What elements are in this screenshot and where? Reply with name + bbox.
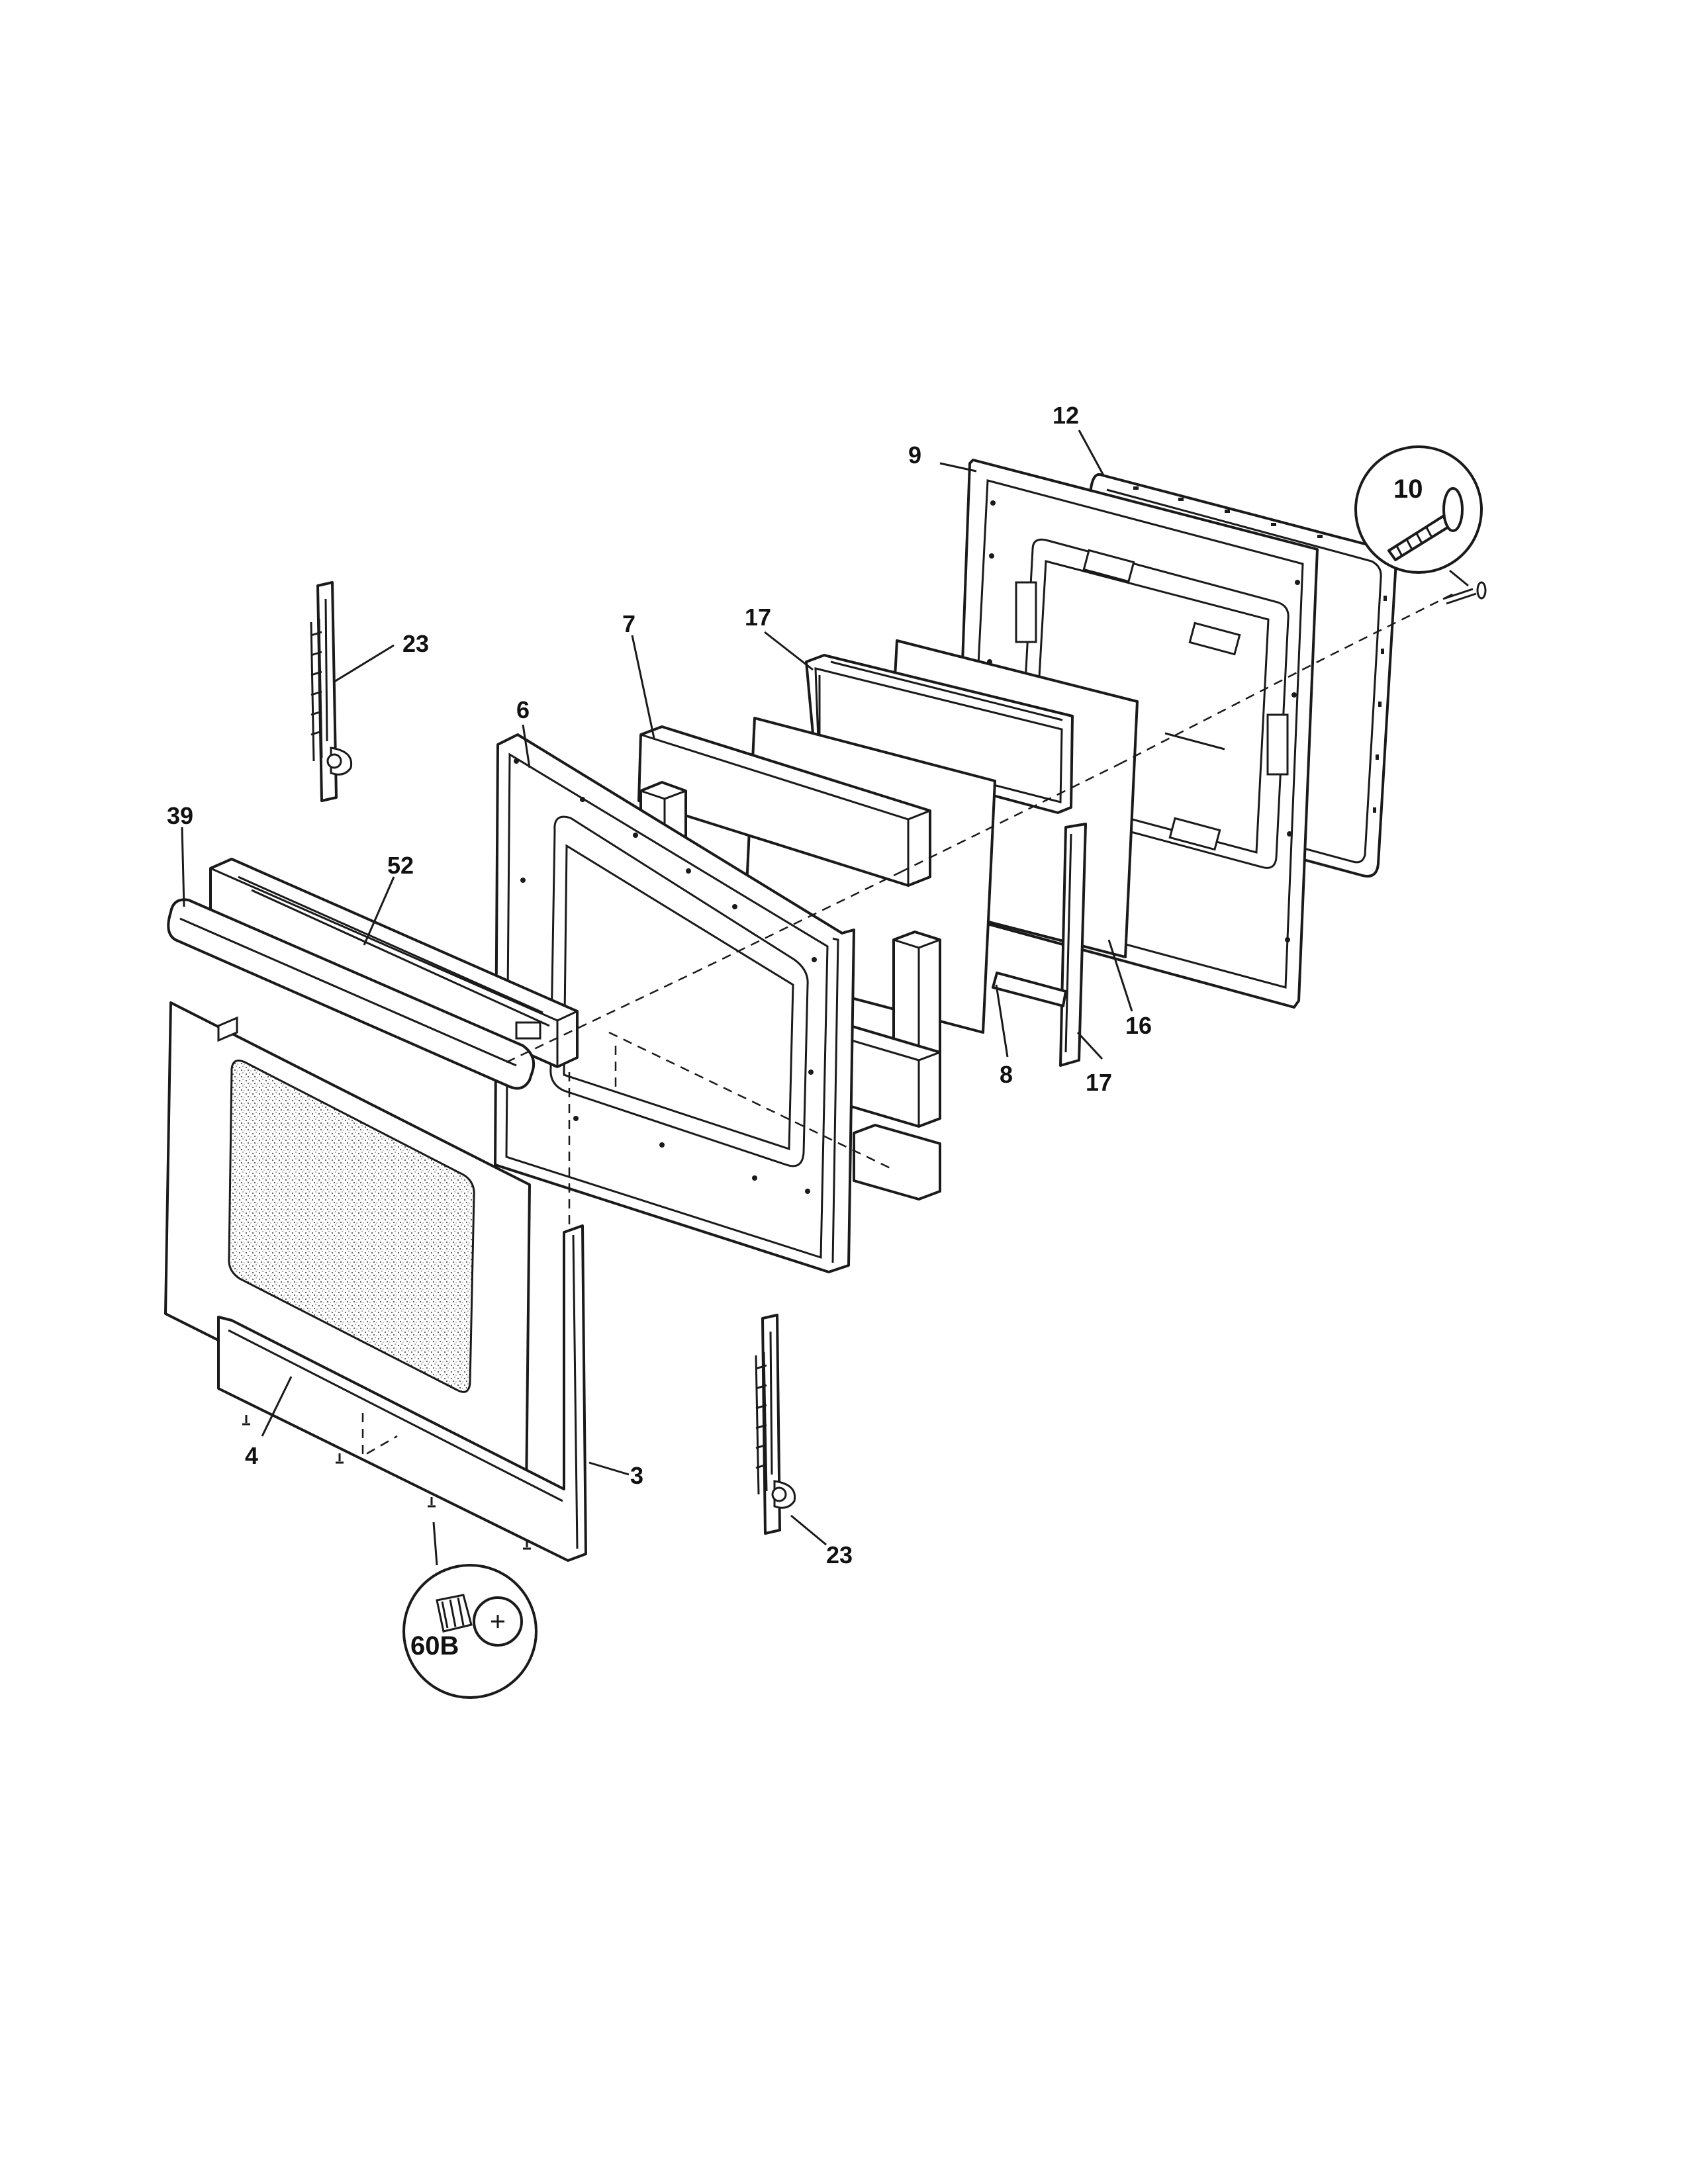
- callout-52: 52: [387, 852, 414, 879]
- part-3-door-outer-frame: [217, 1072, 587, 1562]
- detail-circle-10: [1354, 445, 1483, 574]
- callout-39: 39: [167, 802, 193, 829]
- part-60b-screw-detail: [402, 1522, 538, 1699]
- callout-4: 4: [245, 1442, 258, 1469]
- assembly-line-upper: [608, 1031, 891, 1169]
- part-10-screw: [1354, 445, 1487, 605]
- callout-10: 10: [1393, 475, 1423, 504]
- part-23-hinge-lower: [755, 1314, 796, 1535]
- callout-7: 7: [622, 610, 635, 637]
- callout-9: 9: [908, 441, 921, 469]
- callout-16: 16: [1125, 1012, 1152, 1039]
- door-screws: [242, 1415, 531, 1550]
- seal-clips: [1133, 486, 1387, 813]
- callout-labels: 9 12 10 23 7 17 6 39 52 16 17 8 4 3 23 6…: [167, 402, 1423, 1661]
- callout-17-lower: 17: [1086, 1069, 1112, 1096]
- callout-6: 6: [516, 696, 530, 723]
- leader-lines: [181, 430, 1133, 1546]
- callout-8: 8: [1000, 1061, 1013, 1088]
- liner-brackets: [1015, 549, 1289, 851]
- part-39-door-handle: [167, 898, 536, 1090]
- assembly-centerline: [506, 591, 1457, 1064]
- callout-23-upper: 23: [402, 630, 429, 657]
- callout-23-lower: 23: [826, 1541, 853, 1569]
- callout-17-upper: 17: [745, 604, 771, 631]
- callout-3: 3: [630, 1462, 643, 1489]
- part-23-hinge-upper: [310, 581, 353, 802]
- callout-12: 12: [1053, 402, 1079, 429]
- part-17-glass-retainer-lower: [992, 823, 1087, 1067]
- part-17-glass-retainer-upper: [805, 654, 1074, 814]
- callout-60b: 60B: [410, 1631, 459, 1661]
